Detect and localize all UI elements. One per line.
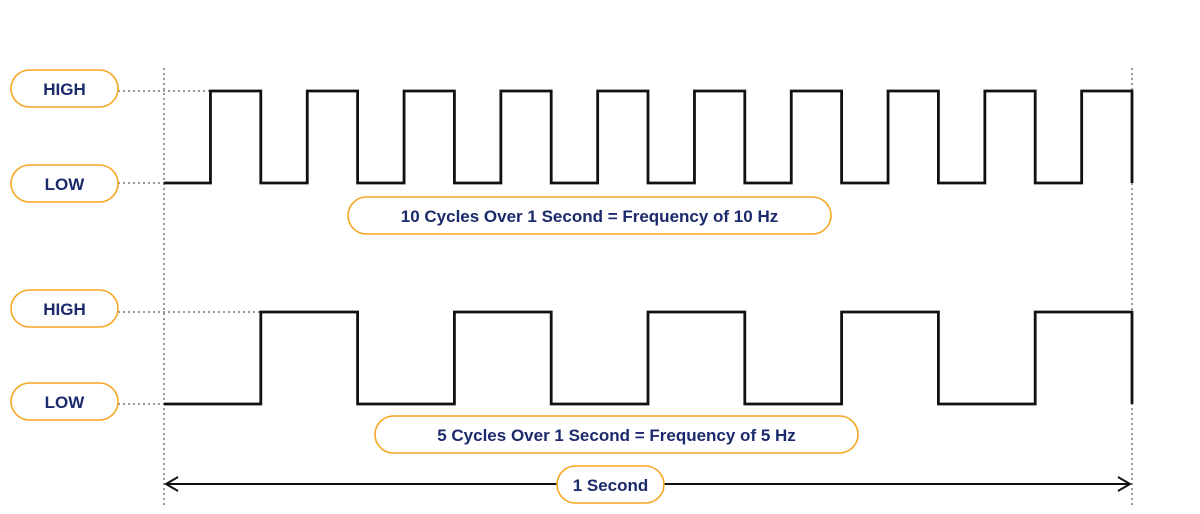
timeline-arrowhead-right: [1117, 476, 1132, 492]
square-wave-5hz: [164, 310, 1134, 406]
caption-pill-5hz: 5 Cycles Over 1 Second = Frequency of 5 …: [374, 415, 859, 454]
high-pill-10hz: HIGH: [10, 69, 119, 108]
high-pill-5hz: HIGH: [10, 289, 119, 328]
timeline-arrowhead-left: [164, 476, 179, 492]
timeline-pill: 1 Second: [556, 465, 665, 504]
caption-10hz: 10 Cycles Over 1 Second = Frequency of 1…: [401, 207, 778, 226]
square-wave-10hz: [164, 89, 1134, 185]
low-label-5hz: LOW: [45, 393, 86, 412]
timeline-label: 1 Second: [573, 476, 649, 495]
low-pill-10hz: LOW: [10, 164, 119, 203]
low-label-10hz: LOW: [45, 175, 86, 194]
high-label-10hz: HIGH: [43, 80, 86, 99]
caption-pill-10hz: 10 Cycles Over 1 Second = Frequency of 1…: [347, 196, 832, 235]
high-label-5hz: HIGH: [43, 300, 86, 319]
low-pill-5hz: LOW: [10, 382, 119, 421]
caption-5hz: 5 Cycles Over 1 Second = Frequency of 5 …: [437, 426, 796, 445]
